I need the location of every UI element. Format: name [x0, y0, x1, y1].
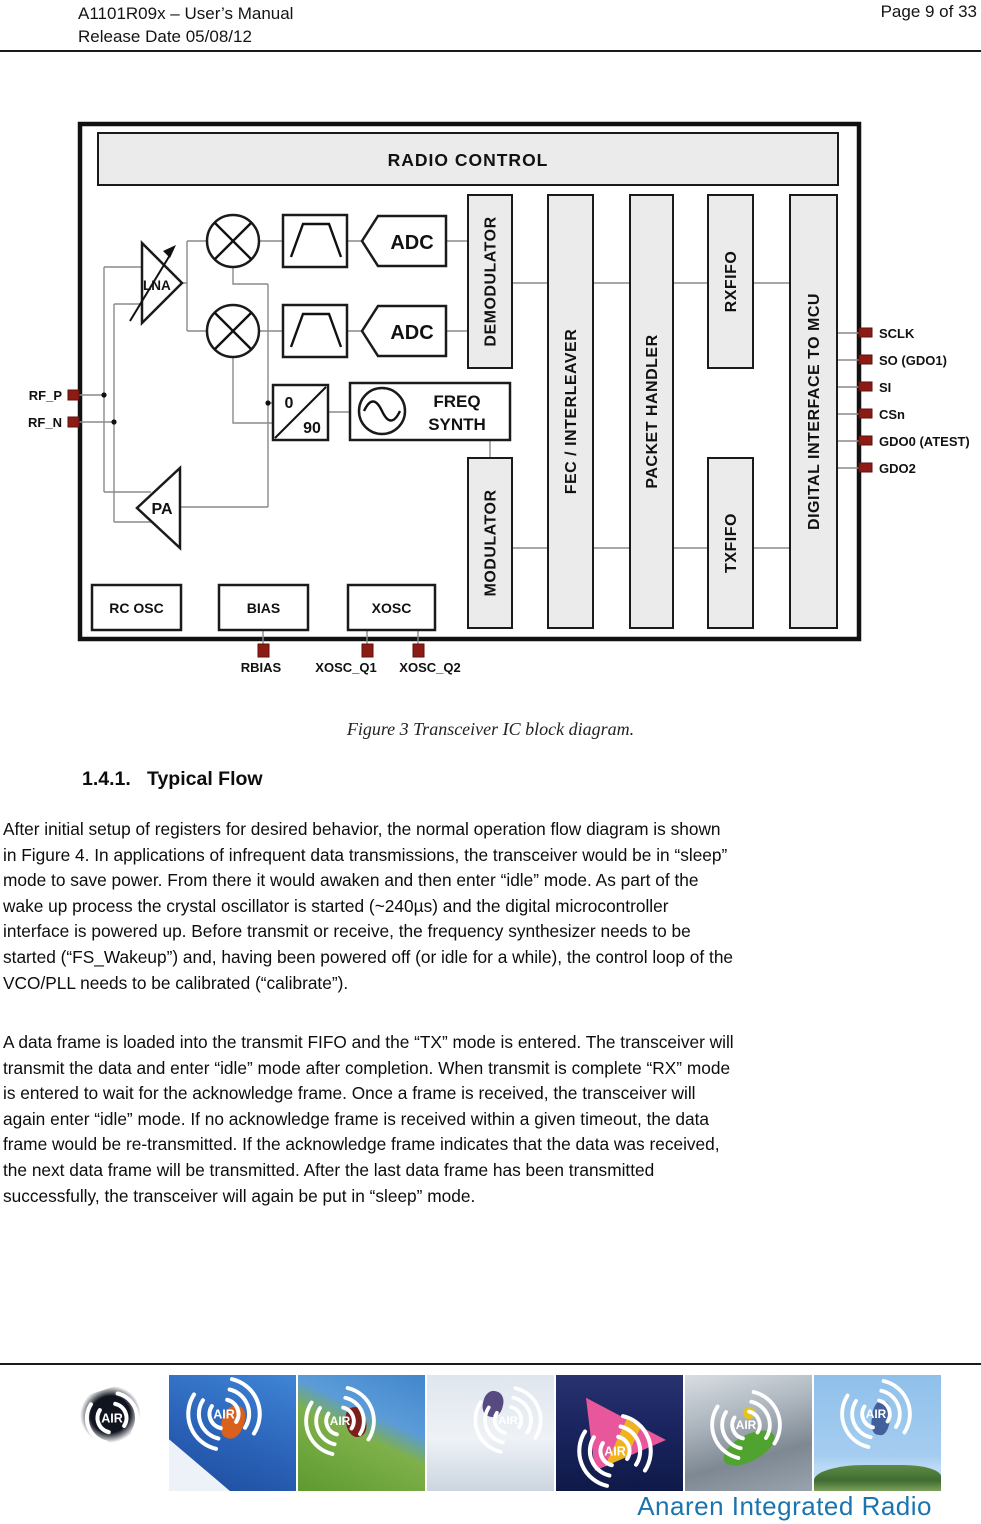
block-adc-i: ADC — [360, 214, 448, 268]
air-logo — [821, 1375, 931, 1469]
packet-handler-label: PACKET HANDLER — [644, 334, 661, 488]
rf-n-label: RF_N — [28, 415, 62, 430]
air-logo — [557, 1393, 673, 1491]
photo-figure — [814, 1465, 941, 1491]
xosc-label: XOSC — [372, 600, 412, 616]
demodulator-label: DEMODULATOR — [483, 216, 500, 346]
air-logo — [54, 1375, 167, 1476]
block-rxfifo: RXFIFO — [707, 194, 754, 369]
footer-photo-mountain-biker — [298, 1375, 425, 1491]
pin-rbias: RBIAS — [241, 643, 282, 675]
gdo0-atest-label: GDO0 (ATEST) — [879, 434, 970, 449]
pin-rf-p: RF_P — [29, 388, 80, 403]
freq-synth-label-1: FREQ — [433, 392, 480, 411]
footer-photo-skier — [169, 1375, 296, 1491]
block-xosc: XOSC — [346, 583, 437, 632]
block-digital-interface: DIGITAL INTERFACE TO MCU — [789, 194, 838, 629]
block-pa: PA — [135, 465, 182, 551]
block-lna: LNA — [129, 239, 184, 327]
pin-xosc-q1: XOSC_Q1 — [315, 643, 377, 675]
block-phase-splitter: 0 90 — [271, 383, 330, 442]
radio-control-label: RADIO CONTROL — [388, 150, 549, 170]
freq-synth-label-2: SYNTH — [428, 415, 486, 434]
phase-90-label: 90 — [303, 420, 321, 437]
diagram-wires — [79, 240, 859, 644]
footer-photo-windsurfer — [556, 1375, 683, 1491]
rbias-label: RBIAS — [241, 660, 282, 675]
paragraph-typical-flow-1: After initial setup of registers for des… — [3, 819, 734, 993]
csn-label: CSn — [879, 407, 905, 422]
txfifo-label: TXFIFO — [723, 513, 740, 573]
xosc-q2-label: XOSC_Q2 — [399, 660, 460, 675]
pin-gdo2: GDO2 — [858, 461, 916, 476]
air-logo — [455, 1375, 554, 1473]
figure-caption: Figure 3 Transceiver IC block diagram. — [346, 719, 635, 739]
rc-osc-label: RC OSC — [109, 600, 163, 616]
gain-arrow — [129, 254, 171, 322]
adc-i-label: ADC — [390, 232, 433, 254]
pin-rf-n: RF_N — [28, 415, 80, 430]
section-heading: 1.4.1. Typical Flow — [82, 768, 263, 791]
pin-gdo0-atest: GDO0 (ATEST) — [858, 434, 970, 449]
adc-q-label: ADC — [390, 322, 433, 344]
footer-photo-kayaker — [685, 1375, 812, 1491]
block-modulator: MODULATOR — [467, 457, 513, 629]
rf-p-label: RF_P — [29, 388, 63, 403]
pin-xosc-q2: XOSC_Q2 — [399, 643, 461, 675]
pin-sclk: SCLK — [858, 326, 915, 341]
air-logo — [298, 1375, 395, 1476]
footer-photo-inline-skater — [814, 1375, 941, 1491]
sclk-label: SCLK — [879, 326, 915, 341]
digital-interface-label: DIGITAL INTERFACE TO MCU — [806, 293, 823, 530]
modulator-label: MODULATOR — [483, 489, 500, 596]
so-gdo1-label: SO (GDO1) — [879, 353, 947, 368]
filter-i-icon — [281, 213, 349, 269]
block-demodulator: DEMODULATOR — [467, 194, 513, 369]
block-packet-handler: PACKET HANDLER — [629, 194, 674, 629]
pin-si: SI — [858, 380, 891, 395]
header-divider — [0, 50, 981, 52]
si-label: SI — [879, 380, 891, 395]
rxfifo-label: RXFIFO — [723, 251, 740, 313]
bias-label: BIAS — [247, 600, 280, 616]
mixer-i-icon — [205, 213, 261, 269]
document-title: A1101R09x – User’s Manual — [78, 4, 294, 23]
paragraph-typical-flow-2: A data frame is loaded into the transmit… — [3, 1032, 734, 1206]
page-number: Page 9 of 33 — [880, 2, 977, 21]
pa-label: PA — [151, 501, 172, 518]
filter-q-icon — [281, 303, 349, 359]
footer-divider — [0, 1363, 981, 1365]
block-rc-osc: RC OSC — [90, 583, 183, 632]
block-fec-interleaver: FEC / INTERLEAVER — [547, 194, 594, 629]
footer-photo-snowboarder — [427, 1375, 554, 1491]
block-txfifo: TXFIFO — [707, 457, 754, 629]
transceiver-block-diagram: RADIO CONTROL DEMODULATOR MODULATOR FEC … — [28, 121, 970, 675]
block-radio-control: RADIO CONTROL — [97, 132, 839, 186]
block-adc-q: ADC — [360, 304, 448, 358]
xosc-q1-label: XOSC_Q1 — [315, 660, 376, 675]
brand-wordmark: Anaren Integrated Radio — [637, 1491, 932, 1521]
footer-photo-skateboarder — [40, 1375, 167, 1491]
fec-interleaver-label: FEC / INTERLEAVER — [563, 329, 580, 495]
document-header: A1101R09x – User’s Manual Release Date 0… — [78, 2, 293, 48]
phase-0-label: 0 — [285, 395, 294, 412]
block-freq-synth: FREQ SYNTH — [348, 381, 512, 442]
gain-arrow-head — [163, 245, 176, 258]
pin-csn: CSn — [858, 407, 905, 422]
pin-so-gdo1: SO (GDO1) — [858, 353, 947, 368]
air-logo — [169, 1375, 282, 1472]
release-date: Release Date 05/08/12 — [78, 27, 252, 46]
air-logo — [691, 1375, 801, 1480]
section-title: Typical Flow — [147, 768, 263, 790]
block-bias: BIAS — [217, 583, 310, 632]
mixer-q-icon — [205, 303, 261, 359]
gdo2-label: GDO2 — [879, 461, 916, 476]
wire-junction-dots — [101, 392, 271, 425]
section-number: 1.4.1. — [82, 768, 131, 790]
